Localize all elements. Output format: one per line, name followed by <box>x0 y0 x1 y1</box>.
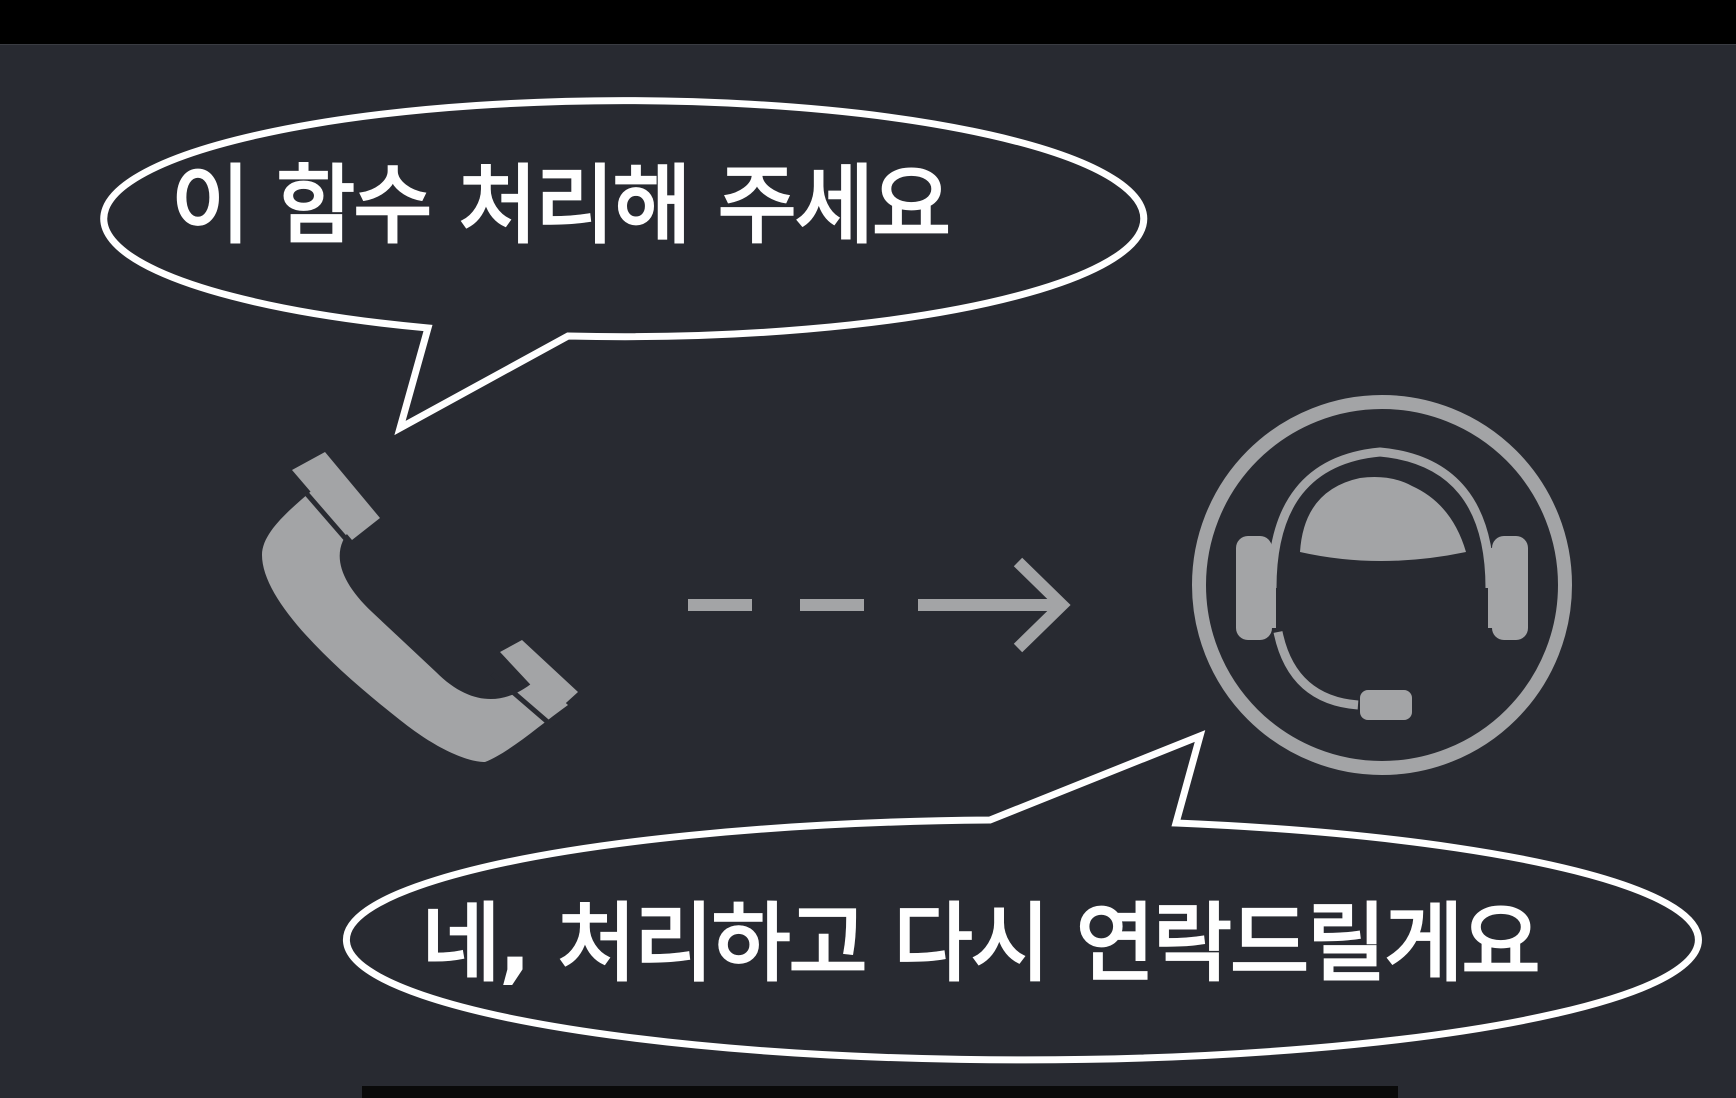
top-letterbox-bar <box>0 0 1736 45</box>
dashed-arrow-icon <box>688 557 1071 653</box>
response-bubble <box>342 730 1702 1064</box>
subtitle-bar <box>362 1086 1398 1098</box>
request-bubble-text: 이 함수 처리해 주세요 <box>171 156 951 256</box>
request-bubble <box>100 97 1148 436</box>
response-bubble-text: 네, 처리하고 다시 연락드릴게요 <box>421 894 1540 994</box>
phone-handset-icon <box>262 452 578 762</box>
headset-agent-icon <box>1192 395 1572 775</box>
